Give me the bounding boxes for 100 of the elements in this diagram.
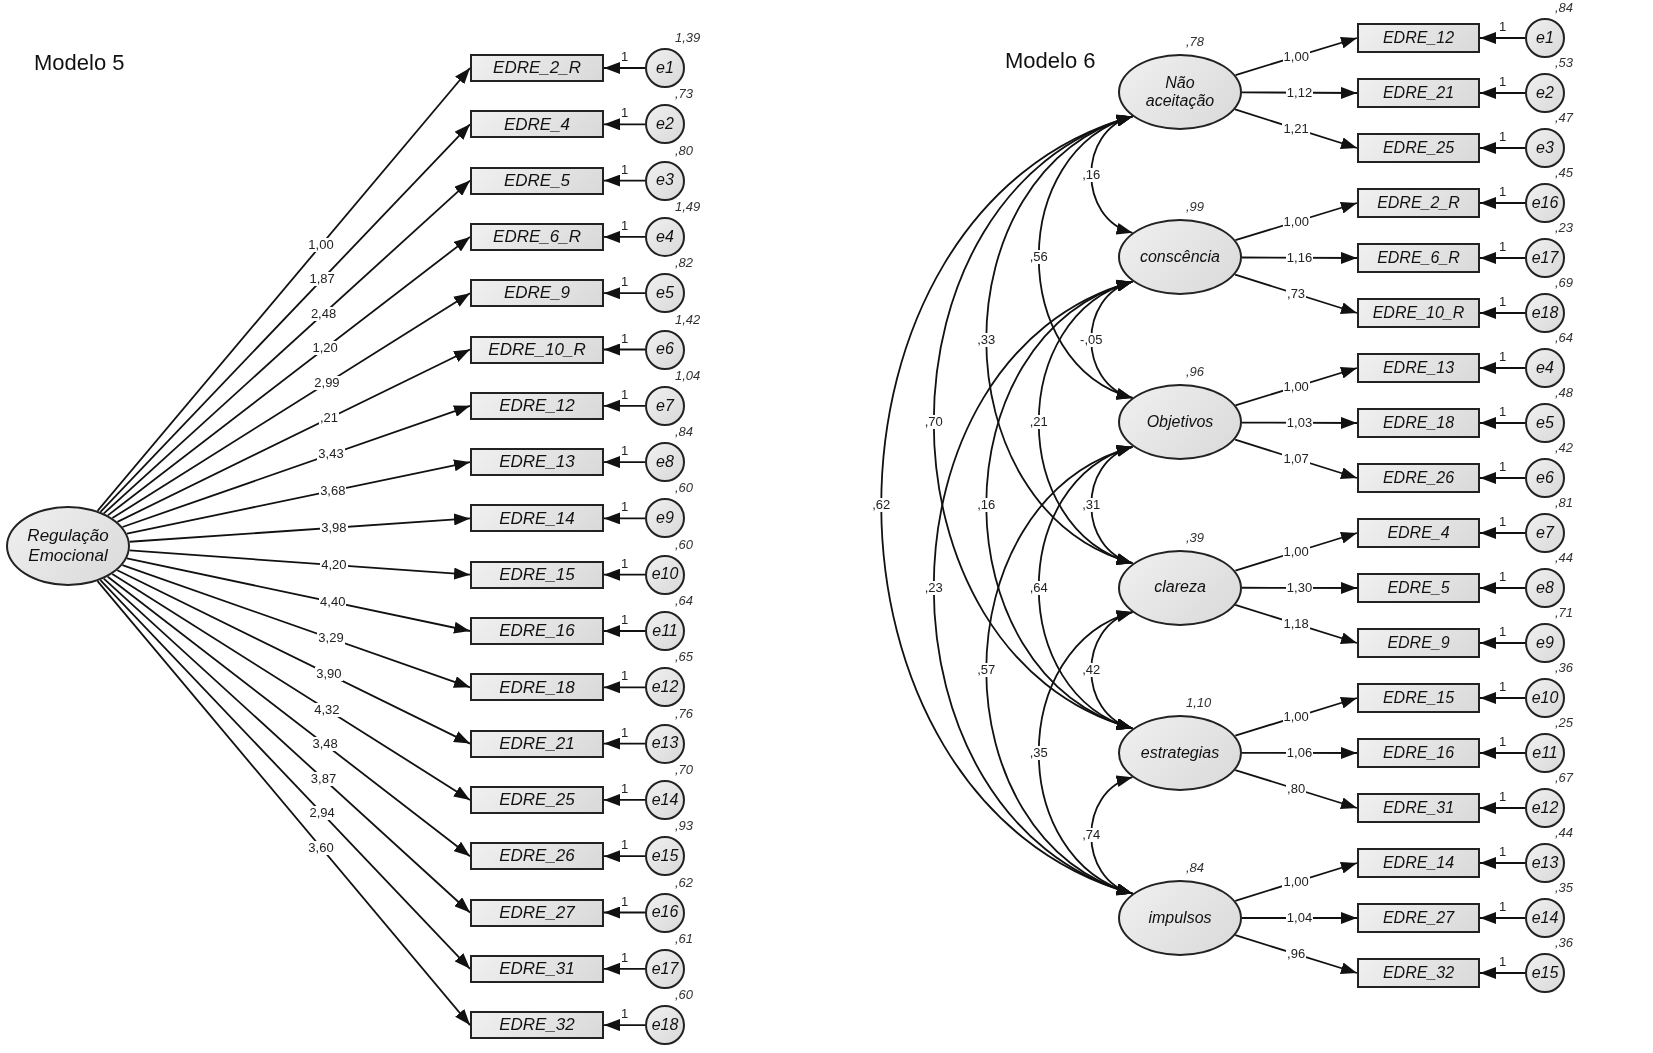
edge-label: 1: [620, 781, 629, 796]
edge-label: ,31: [1081, 498, 1102, 512]
arrow: [1479, 857, 1526, 869]
observed-variable-box: EDRE_4: [1357, 518, 1480, 548]
arrow: [603, 737, 646, 750]
arrow: [102, 577, 471, 914]
error-term-circle: e8: [1525, 568, 1565, 608]
variance-label: 1,10: [1186, 695, 1212, 710]
edge-label: 1,06: [1285, 745, 1314, 760]
edge-label: 1: [1498, 570, 1507, 584]
edge-label: 1,00: [307, 238, 335, 253]
latent-variable-ellipse: estrategias: [1118, 714, 1242, 791]
error-term-circle: e2: [645, 104, 685, 145]
arrow: [116, 569, 471, 745]
edge-label: ,42: [1081, 663, 1102, 678]
arrow: [603, 174, 646, 187]
variance-label: ,82: [675, 256, 694, 271]
observed-variable-box: EDRE_2_R: [1357, 188, 1480, 218]
arrow: [128, 513, 471, 543]
edge-label: ,57: [976, 663, 997, 678]
edge-label: 3,48: [311, 737, 339, 752]
arrow: [1479, 692, 1526, 704]
arrow: [103, 179, 471, 515]
edge-label: 1: [1498, 790, 1507, 804]
variance-label: ,67: [1555, 771, 1574, 785]
latent-variable-ellipse: clareza: [1118, 549, 1242, 626]
observed-variable-box: EDRE_12: [470, 391, 604, 420]
observed-variable-box: EDRE_32: [470, 1011, 604, 1040]
observed-variable-box: EDRE_21: [470, 729, 604, 758]
variance-label: ,48: [1555, 386, 1574, 400]
observed-variable-box: EDRE_12: [1357, 23, 1480, 53]
edge-label: 1: [620, 106, 629, 121]
variance-label: ,60: [675, 537, 694, 552]
edge-label: 1: [1498, 680, 1507, 694]
variance-label: ,25: [1555, 716, 1574, 730]
error-term-circle: e17: [645, 948, 685, 989]
edge-label: 1: [620, 669, 629, 684]
arrow: [1479, 802, 1526, 814]
variance-label: ,36: [1555, 661, 1574, 675]
error-term-circle: e1: [645, 48, 685, 88]
edge-label: ,96: [1286, 947, 1307, 962]
observed-variable-box: EDRE_14: [1357, 848, 1480, 878]
observed-variable-box: EDRE_2_R: [470, 54, 604, 82]
edge-label: ,80: [1286, 782, 1307, 796]
observed-variable-box: EDRE_13: [1357, 353, 1480, 383]
arrow: [121, 564, 471, 689]
variance-label: ,36: [1555, 936, 1574, 950]
covariance-arrow: [1090, 445, 1134, 565]
observed-variable-box: EDRE_15: [1357, 683, 1480, 713]
error-term-circle: e1: [1525, 18, 1565, 58]
variance-label: ,93: [675, 819, 694, 834]
edge-label: 3,87: [309, 771, 338, 786]
error-term-circle: e14: [645, 779, 685, 820]
edge-label: 3,68: [319, 483, 347, 498]
edge-label: 1: [620, 387, 629, 402]
error-term-circle: e8: [645, 442, 685, 483]
arrow: [603, 399, 646, 412]
edge-label: 3,98: [320, 520, 348, 535]
variance-label: ,60: [675, 481, 694, 496]
edge-label: ,70: [923, 415, 944, 430]
arrow: [1479, 582, 1526, 594]
observed-variable-box: EDRE_5: [470, 166, 604, 195]
edge-label: 1: [1498, 405, 1507, 419]
arrow: [603, 1019, 646, 1032]
edge-label: 4,20: [320, 557, 348, 572]
variance-label: 1,49: [675, 199, 701, 214]
observed-variable-box: EDRE_4: [470, 110, 604, 139]
variance-label: 1,04: [675, 368, 701, 383]
edge-label: 4,40: [319, 594, 347, 609]
edge-label: 1,00: [1282, 709, 1310, 724]
edge-label: 1: [620, 556, 629, 571]
variance-label: ,71: [1555, 606, 1574, 620]
arrow: [603, 793, 646, 806]
arrow: [1479, 32, 1526, 44]
edge-label: 1: [1498, 515, 1507, 529]
edge-label: 1: [620, 218, 629, 233]
variance-label: 1,42: [675, 312, 701, 327]
edge-label: 1: [1498, 735, 1507, 749]
arrow: [1479, 252, 1526, 264]
error-term-circle: e15: [1525, 953, 1565, 993]
arrow: [1234, 769, 1358, 809]
edge-label: 2,48: [309, 306, 338, 321]
edge-label: 1: [1498, 240, 1507, 254]
edge-label: 1: [620, 950, 629, 965]
variance-label: ,64: [1555, 331, 1574, 345]
arrow: [1479, 307, 1526, 319]
variance-label: ,42: [1555, 441, 1574, 455]
edge-label: ,16: [1081, 167, 1102, 182]
covariance-arrow: [1090, 611, 1134, 730]
observed-variable-box: EDRE_5: [1357, 573, 1480, 603]
edge-label: ,56: [1028, 250, 1049, 265]
edge-label: 4,32: [313, 702, 341, 717]
variance-label: ,23: [1555, 221, 1574, 235]
variance-label: ,96: [1186, 365, 1205, 380]
edge-label: 1: [620, 838, 629, 853]
variance-label: ,70: [675, 762, 694, 777]
edge-label: 1: [1498, 900, 1507, 914]
error-term-circle: e18: [1525, 293, 1565, 333]
covariance-arrow: [1090, 115, 1134, 234]
edge-label: 1: [620, 725, 629, 740]
